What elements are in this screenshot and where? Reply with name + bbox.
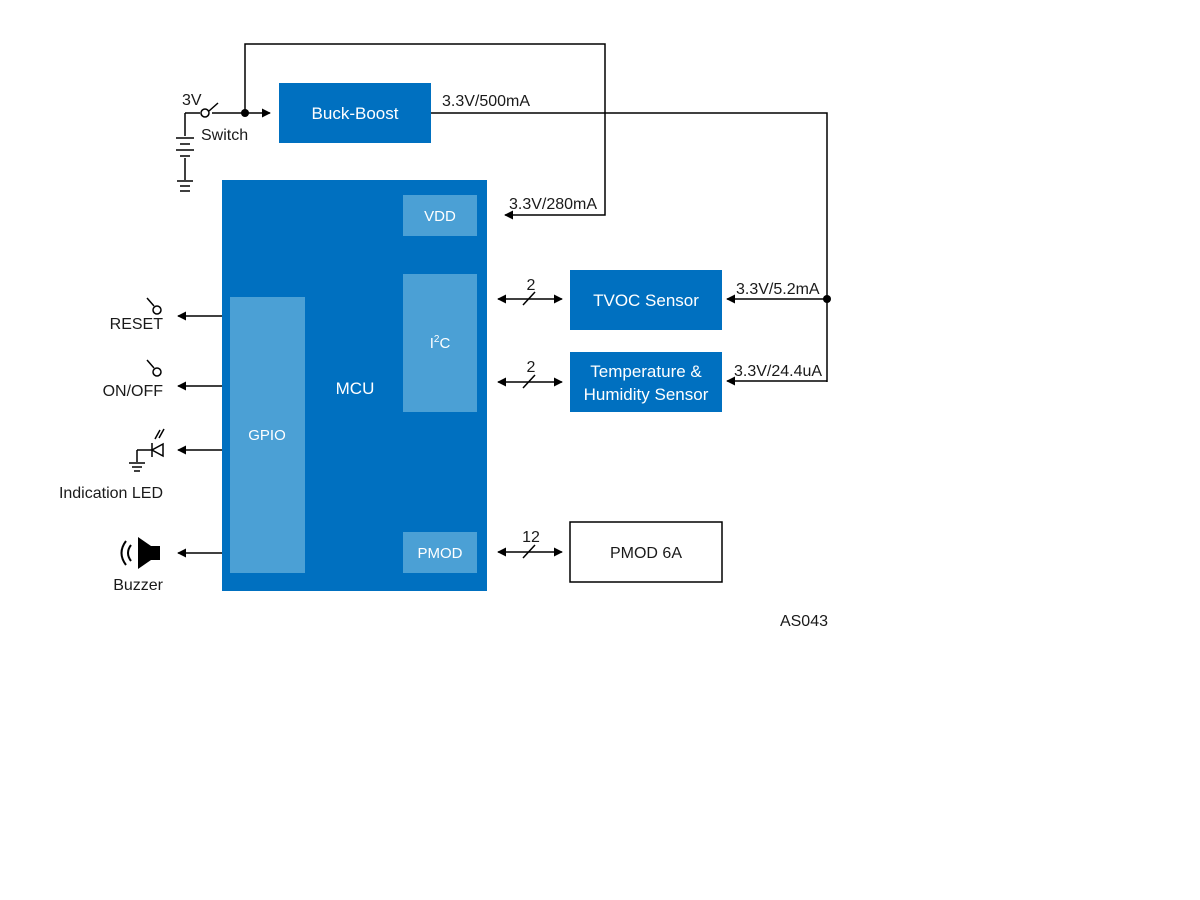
bus-slash: [522, 544, 536, 559]
tvoc-sensor-label: TVOC Sensor: [593, 291, 699, 310]
th-sensor-label-line2: Humidity Sensor: [584, 385, 709, 404]
figure-id: AS043: [780, 613, 828, 630]
onoff-label: ON/OFF: [103, 383, 164, 400]
pushbutton-icon: [146, 297, 162, 315]
ground-icon: [177, 180, 193, 192]
battery-icon: [176, 113, 194, 180]
gpio-block: [230, 297, 305, 573]
pushbutton-icon: [146, 359, 162, 377]
switch-label: Switch: [201, 127, 248, 144]
buck-out-label: 3.3V/500mA: [442, 93, 530, 110]
bus-slash: [522, 374, 536, 389]
buck-boost-output-wire: [431, 112, 828, 382]
vdd-supply-label: 3.3V/280mA: [509, 196, 597, 213]
i2c-label: I2C: [430, 334, 451, 352]
tvoc-supply-label: 3.3V/5.2mA: [736, 281, 820, 298]
speaker-icon: [120, 537, 160, 569]
pmod-port-block: [403, 532, 477, 573]
bus-slash: [522, 291, 536, 306]
led-icon: [129, 428, 165, 472]
pmod-port-label: PMOD: [418, 545, 463, 562]
buck-boost-block: [279, 83, 431, 143]
vdd-block: [403, 195, 477, 236]
switch-icon: [185, 102, 219, 118]
pmod-bus-width: 12: [522, 529, 540, 546]
buck-boost-label: Buck-Boost: [312, 104, 399, 123]
pmod6a-block: [569, 521, 723, 583]
th-supply-label: 3.3V/24.4uA: [734, 363, 822, 380]
vdd-supply-wire: [244, 43, 606, 220]
mcu-label: MCU: [336, 379, 375, 398]
tvoc-sensor-block: [570, 270, 722, 330]
pmod6a-label: PMOD 6A: [610, 545, 682, 562]
gpio-label: GPIO: [248, 427, 286, 444]
buzzer-label: Buzzer: [113, 577, 163, 594]
led-label: Indication LED: [59, 485, 163, 502]
reset-label: RESET: [110, 316, 164, 333]
vdd-label: VDD: [424, 208, 456, 225]
th-sensor-label-line1: Temperature &: [590, 362, 702, 381]
tvoc-bus-width: 2: [527, 277, 536, 294]
th-bus-width: 2: [527, 359, 536, 376]
i2c-block: [403, 274, 477, 412]
th-sensor-block: [570, 352, 722, 412]
supply-label: 3V: [182, 92, 202, 109]
